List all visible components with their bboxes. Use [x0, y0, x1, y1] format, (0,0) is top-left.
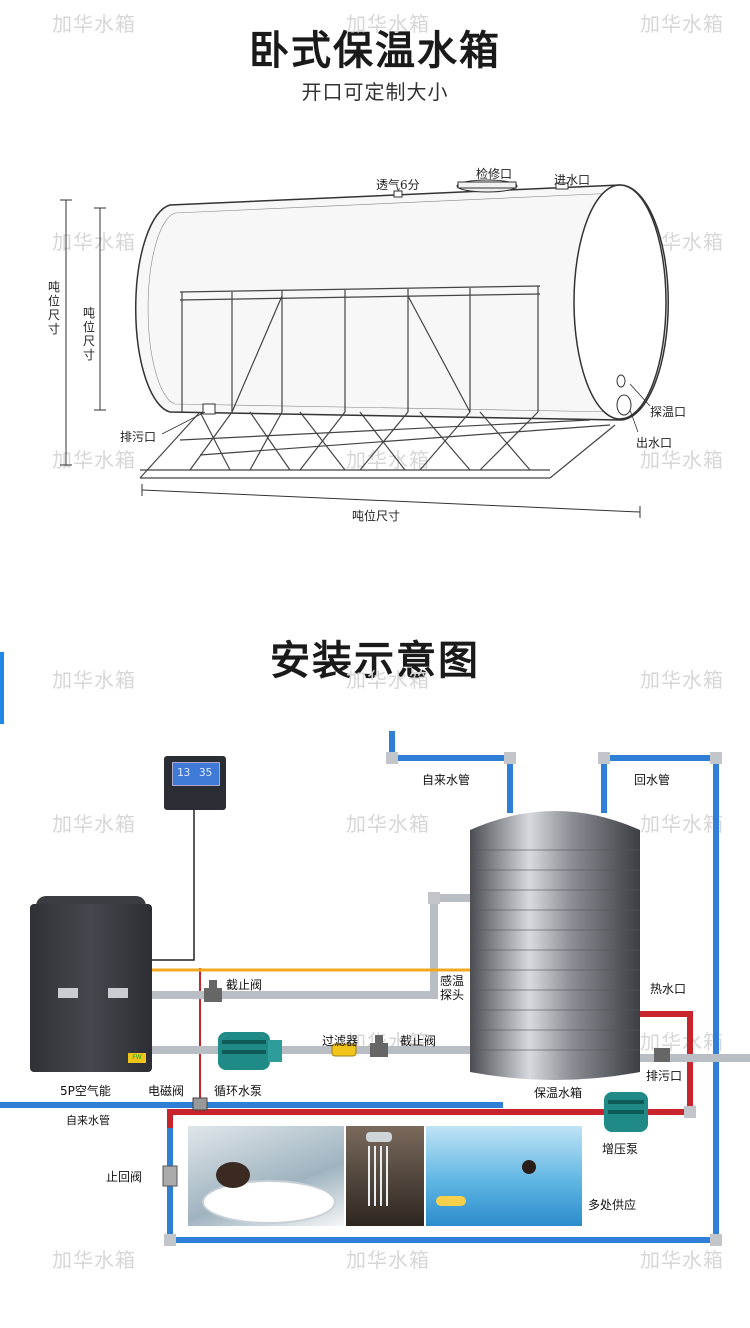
inlet-fitting — [555, 182, 569, 190]
vent-label: 透气6分 — [376, 178, 420, 192]
insulated-tank-label: 保温水箱 — [534, 1086, 583, 1100]
controller-wire — [152, 810, 195, 961]
pipe-joints — [164, 752, 722, 1246]
manhole-label: 检修口 — [476, 167, 513, 181]
diameter-dimension-label: 吨位尺寸 — [82, 306, 95, 362]
tap-water-pipe-2-label: 自来水管 — [66, 1114, 110, 1127]
tank-end-cap — [573, 184, 667, 420]
solenoid-valve-label: 电磁阀 — [148, 1084, 185, 1098]
vent-fitting — [393, 190, 403, 198]
check-valve-label: 止回阀 — [106, 1170, 143, 1184]
drain-label: 排污口 — [120, 430, 157, 444]
vertical-tank — [470, 811, 640, 1080]
solenoid-valve — [192, 1097, 208, 1111]
heat-pump-label: 5P空气能 — [60, 1084, 111, 1098]
drain-outlet-label: 排污口 — [646, 1069, 683, 1083]
check-valve — [162, 1165, 178, 1187]
page-subtitle: 开口可定制大小 — [301, 80, 449, 104]
controller-panel[interactable]: 13 35 — [164, 756, 226, 810]
watermark: 加华水箱 — [346, 812, 430, 836]
booster-pump-label: 增压泵 — [602, 1142, 639, 1156]
heat-pump-handle — [58, 988, 78, 998]
watermark: 加华水箱 — [640, 448, 724, 472]
dimension-lines — [60, 199, 641, 518]
multi-supply-label: 多处供应 — [588, 1198, 637, 1212]
watermark: 加华水箱 — [640, 668, 724, 692]
watermark: 加华水箱 — [640, 1030, 724, 1054]
page-title: 卧式保温水箱 — [249, 28, 501, 74]
probe-label: 探温口 — [650, 405, 687, 419]
horizontal-tank-drawing — [60, 179, 669, 518]
outlet-port — [616, 394, 632, 416]
watermark: 加华水箱 — [52, 668, 136, 692]
lcd-left-readout: 13 — [177, 766, 191, 779]
watermark: 加华水箱 — [346, 12, 430, 36]
outlet-label: 出水口 — [636, 436, 673, 450]
sensor-probe-label: 感温探头 — [440, 974, 465, 1002]
watermark: 加华水箱 — [640, 812, 724, 836]
support-frame — [139, 285, 616, 479]
filter — [331, 1043, 357, 1057]
pool-photo — [426, 1126, 582, 1226]
watermark: 加华水箱 — [346, 1248, 430, 1272]
heat-pump-unit — [30, 904, 152, 1072]
height-dimension-label: 吨位尺寸 — [47, 280, 60, 336]
lcd-right-readout: 35 — [199, 766, 213, 779]
heat-pump-handle — [108, 988, 128, 998]
filter-label: 过滤器 — [322, 1034, 359, 1048]
circulation-pump-label: 循环水泵 — [214, 1084, 263, 1098]
hot-water-outlet-label: 热水口 — [650, 982, 687, 996]
booster-pump — [604, 1092, 648, 1132]
controller-screen: 13 35 — [172, 762, 220, 786]
watermark: 加华水箱 — [52, 812, 136, 836]
watermark: 加华水箱 — [640, 12, 724, 36]
watermark: 加华水箱 — [346, 668, 430, 692]
shutoff-valve — [204, 980, 670, 1062]
shutoff-valve-label: 截止阀 — [226, 978, 263, 992]
watermark: 加华水箱 — [52, 12, 136, 36]
watermark: 加华水箱 — [52, 1248, 136, 1272]
drain-fitting — [202, 403, 216, 415]
tank-shell — [135, 184, 669, 421]
section-accent-bar — [0, 652, 4, 724]
watermark: 加华水箱 — [346, 448, 430, 472]
inlet-label: 进水口 — [554, 173, 591, 187]
length-dimension-label: 吨位尺寸 — [352, 509, 401, 523]
tap-water-pipe-label: 自来水管 — [422, 773, 471, 787]
watermark: 加华水箱 — [640, 1248, 724, 1272]
cold-pipes — [0, 731, 719, 1243]
install-diagram-title: 安装示意图 — [270, 638, 480, 684]
heat-pump-logo: FW — [128, 1053, 146, 1063]
circulation-pump — [218, 1032, 282, 1070]
bathtub-photo — [188, 1126, 344, 1226]
return-pipe-label: 回水管 — [634, 773, 671, 787]
probe-port — [616, 374, 626, 388]
shutoff-valve-2-label: 截止阀 — [400, 1034, 437, 1048]
shower-photo — [346, 1126, 424, 1226]
